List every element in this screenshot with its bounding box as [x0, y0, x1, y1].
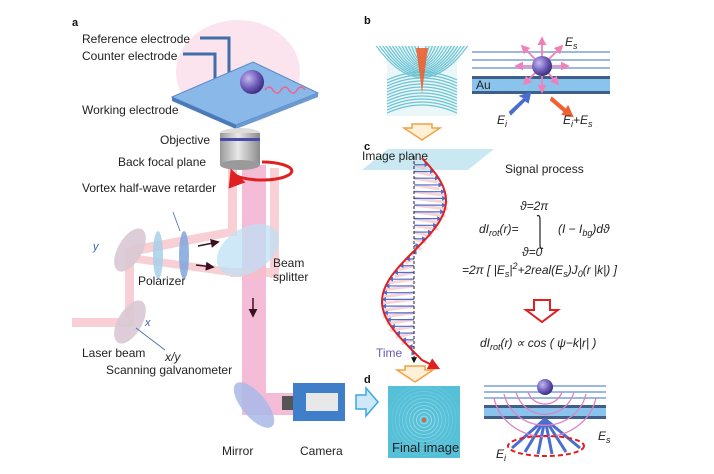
- label-axis-x: x: [144, 317, 151, 329]
- label-es-d: Es: [598, 429, 611, 445]
- camera-output-arrow-icon: [356, 388, 378, 416]
- detection-ring: [508, 436, 584, 456]
- label-camera: Camera: [300, 444, 343, 458]
- label-beam-splitter-1: Beam: [273, 256, 304, 270]
- label-es: Es: [565, 35, 578, 51]
- label-reference-electrode: Reference electrode: [82, 32, 190, 46]
- equation-integral: ϑ=2π dIrot(r)= (I − Ibg)dϑ ϑ=0: [479, 199, 610, 259]
- label-working-electrode: Working electrode: [82, 103, 179, 117]
- label-axis-y: y: [92, 241, 100, 253]
- svg-text:ϑ=0: ϑ=0: [522, 245, 543, 259]
- wavefront-diagram: [484, 379, 606, 456]
- camera-lens: [282, 396, 294, 410]
- panel-a: a: [72, 17, 378, 458]
- label-au: Au: [476, 78, 491, 92]
- panel-d: d Final image: [364, 366, 611, 463]
- panel-a-letter: a: [72, 17, 79, 29]
- label-ei-plus-es: Ei+Es: [563, 113, 593, 129]
- label-scanning-galvanometer: Scanning galvanometer: [106, 363, 232, 377]
- label-vortex-retarder: Vortex half-wave retarder: [82, 181, 216, 195]
- polarizer-lens: [153, 231, 163, 279]
- label-ei-d: Ei: [496, 447, 507, 463]
- label-counter-electrode: Counter electrode: [82, 49, 178, 63]
- interference-pattern: [376, 46, 467, 116]
- label-back-focal-plane: Back focal plane: [118, 155, 206, 169]
- final-image: Final image: [388, 385, 460, 459]
- equation-bessel: =2π [ |Es|2+2real(Es)J0(r |k|) ]: [462, 261, 618, 279]
- incident-field-arrow-icon: [510, 93, 530, 114]
- label-time: Time: [376, 346, 403, 360]
- nanoparticle: [240, 70, 264, 94]
- label-final-image: Final image: [392, 440, 459, 455]
- label-objective: Objective: [160, 133, 210, 147]
- panel-b: b Au: [364, 15, 610, 140]
- down-arrow-icon: [397, 366, 433, 382]
- label-mirror: Mirror: [222, 444, 253, 458]
- panel-b-letter: b: [364, 15, 371, 27]
- svg-text:ϑ=2π: ϑ=2π: [520, 199, 549, 213]
- label-signal-process: Signal process: [505, 162, 584, 176]
- integral-sign-icon: [537, 216, 543, 249]
- helix-vectors: [381, 165, 448, 358]
- label-beam-splitter-2: splitter: [273, 270, 308, 284]
- nanoparticle-b: [532, 56, 552, 76]
- label-image-plane: Image plane: [362, 149, 428, 163]
- equation-result: dIrot(r) ∝ cos ( ψ−k|r| ): [480, 336, 596, 352]
- label-galvo-xy: x/y: [164, 350, 181, 364]
- label-ei: Ei: [497, 113, 508, 129]
- beam-arrow-icon: [198, 242, 218, 246]
- down-arrow-icon: [404, 124, 440, 140]
- vortex-retarder-lens: [179, 231, 189, 279]
- panel-c: c Image plane Time Signal process ϑ=2π d…: [362, 141, 618, 368]
- panel-d-letter: d: [364, 374, 371, 386]
- result-arrow-icon: [526, 300, 558, 322]
- svg-text:(I − Ibg)dϑ: (I − Ibg)dϑ: [558, 222, 610, 238]
- label-laser-beam: Laser beam: [82, 346, 145, 360]
- detection-beam: [242, 165, 266, 393]
- nanoparticle-d: [537, 379, 553, 395]
- label-polarizer: Polarizer: [138, 274, 185, 288]
- svg-text:dIrot(r)=: dIrot(r)=: [479, 222, 519, 238]
